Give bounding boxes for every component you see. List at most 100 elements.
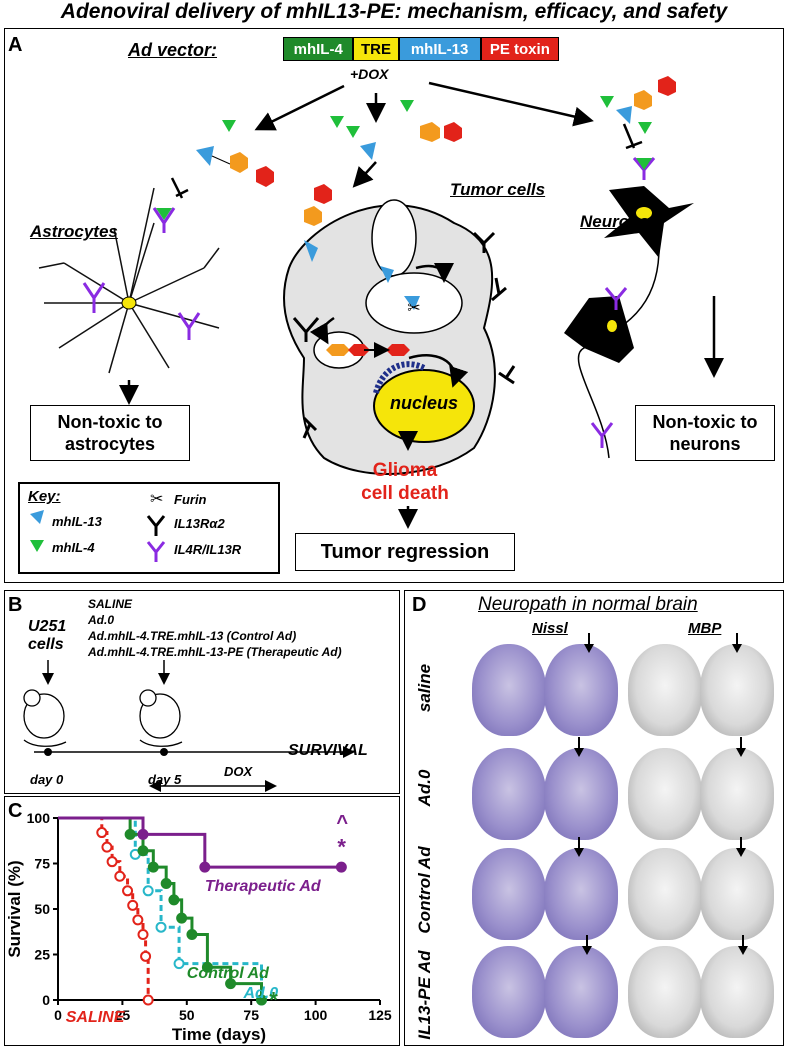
panel-d	[404, 590, 784, 1046]
data-point	[173, 958, 185, 970]
x-tick-label: 25	[115, 1007, 131, 1023]
legend-saline: SALINE	[66, 1009, 126, 1026]
injection-arrow-4	[736, 737, 746, 757]
astrocyte-cell	[38, 187, 220, 374]
annotation-asterisk-control: *	[269, 987, 278, 1012]
il13-ligand-astro	[196, 146, 214, 166]
legend-therapeutic-ad: Therapeutic Ad	[205, 878, 322, 895]
tumor-regression-box: Tumor regression	[295, 533, 515, 571]
data-point	[132, 914, 144, 926]
y-tick-label: 25	[34, 947, 50, 963]
series-line-therapeutic-ad	[58, 816, 342, 869]
row-label-control-ad: Control Ad	[415, 846, 434, 934]
data-point	[96, 827, 108, 839]
y-tick-label: 100	[27, 810, 51, 826]
nucleus-label: nucleus	[390, 393, 459, 413]
injection-arrow-2	[732, 633, 742, 653]
legend-control-ad: Control Ad	[187, 965, 270, 982]
figure-title: Adenoviral delivery of mhIL13-PE: mechan…	[60, 0, 728, 23]
il13ra2-receptors	[292, 231, 516, 439]
data-point	[176, 912, 188, 924]
day5-label: day 5	[148, 772, 182, 787]
neurons-label: Neurons	[580, 212, 649, 231]
mbp-il13-pe-image	[626, 940, 776, 1044]
panel-a-label: A	[8, 34, 23, 56]
y-axis-label: Survival (%)	[5, 860, 24, 957]
non-toxic-astrocytes-box: Non-toxic to astrocytes	[30, 405, 190, 461]
dox-duration-label: DOX	[224, 764, 253, 779]
key-il13-icon	[30, 510, 44, 524]
data-point	[335, 861, 347, 873]
row-label-il13-pe-ad: IL13-PE Ad	[415, 950, 434, 1040]
injection-arrow-7	[582, 935, 592, 955]
astrocytes-label: Astrocytes	[30, 222, 118, 241]
glioma-death-label: Glioma cell death	[361, 460, 449, 504]
construct-il13: mhIL-13	[398, 37, 481, 61]
key-il13ra2: IL13Rα2	[174, 516, 225, 531]
key-title: Key:	[28, 488, 61, 505]
data-point	[147, 861, 159, 873]
x-tick-label: 125	[368, 1007, 392, 1023]
data-point	[160, 878, 172, 890]
key-furin: Furin	[174, 492, 207, 507]
data-point	[137, 828, 149, 840]
mbp-ad0-image	[626, 742, 776, 846]
mbp-column-header: MBP	[688, 620, 722, 637]
nissl-saline-image	[470, 638, 620, 742]
non-toxic-neurons-box: Non-toxic to neurons	[635, 405, 775, 461]
panel-d-title: Neuropath in normal brain	[478, 594, 698, 615]
data-point	[106, 856, 118, 868]
neuron-cell-2	[564, 296, 634, 363]
data-point	[124, 828, 136, 840]
survival-label: SURVIVAL	[288, 742, 368, 759]
x-tick-label: 50	[179, 1007, 195, 1023]
y-tick-label: 50	[34, 901, 50, 917]
treatment-ad0: Ad.0	[88, 613, 115, 627]
arrow-to-neurons	[428, 81, 594, 127]
nissl-control-ad-image	[470, 842, 620, 946]
data-point	[199, 861, 211, 873]
data-point	[137, 928, 149, 940]
key-il4r: IL4R/IL13R	[174, 542, 242, 557]
mouse-icon-2	[139, 689, 183, 747]
arrow-to-astrocytes	[254, 84, 345, 131]
data-point	[114, 870, 126, 882]
y-tick-label: 0	[42, 992, 50, 1008]
panel-c	[4, 796, 400, 1046]
construct-il4: mhIL-4	[283, 37, 354, 61]
key-il13ra2-icon	[146, 515, 166, 536]
mbp-saline-image	[626, 638, 776, 742]
row-label-ad0: Ad.0	[415, 769, 434, 807]
panel-b-label: B	[8, 594, 23, 616]
injection-arrow-8	[738, 935, 748, 955]
treatment-list: SALINE Ad.0 Ad.mhIL-4.TRE.mhIL-13 (Contr…	[88, 596, 342, 660]
key-furin-icon: ✂	[150, 491, 163, 508]
mbp-control-ad-image	[626, 842, 776, 946]
tumor-cells-label: Tumor cells	[450, 180, 546, 199]
data-point	[137, 845, 149, 857]
key-il13: mhIL-13	[52, 514, 102, 529]
x-axis-label: Time (days)	[172, 1025, 266, 1044]
x-tick-label: 100	[304, 1007, 328, 1023]
panel-c-label: C	[8, 800, 23, 822]
treatment-therapeutic-ad: Ad.mhIL-4.TRE.mhIL-13-PE (Therapeutic Ad…	[88, 645, 342, 659]
panel-d-label: D	[412, 594, 427, 616]
il4-triangles	[222, 96, 652, 138]
x-tick-label: 75	[243, 1007, 259, 1023]
vector-construct: mhIL-4 TRE mhIL-13 PE toxin	[283, 37, 559, 61]
data-point	[186, 928, 198, 940]
data-point	[168, 894, 180, 906]
nissl-il13-pe-image	[470, 940, 620, 1044]
key-il4: mhIL-4	[52, 540, 95, 555]
injection-arrow-3	[574, 737, 584, 757]
mechanism-diagram: ✂	[38, 76, 724, 529]
data-point	[101, 841, 113, 853]
annotation-caret-therapeutic: ^	[336, 812, 348, 834]
construct-tre: TRE	[353, 37, 399, 61]
mouse-icon-1	[23, 689, 67, 747]
x-tick-label: 0	[54, 1007, 62, 1023]
data-point	[140, 950, 152, 962]
key-icons: ✂	[30, 491, 166, 562]
injection-arrow-5	[574, 837, 584, 857]
